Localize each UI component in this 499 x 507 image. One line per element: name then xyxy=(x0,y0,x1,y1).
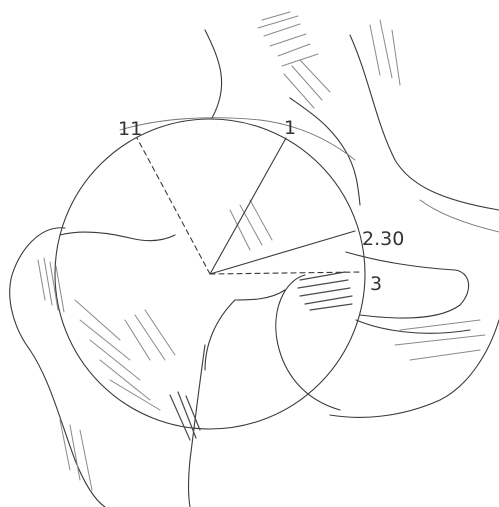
label-2-30: 2.30 xyxy=(362,228,404,250)
clock-measurement xyxy=(137,138,362,274)
line-to-2-30 xyxy=(210,231,355,274)
label-11: 11 xyxy=(118,118,142,140)
label-3: 3 xyxy=(370,273,382,295)
line-to-11 xyxy=(137,138,210,274)
pelvis-outline xyxy=(205,30,499,417)
line-to-1 xyxy=(210,138,286,274)
pencil-shading xyxy=(38,12,485,490)
acetabulum-outline xyxy=(205,275,340,410)
label-1: 1 xyxy=(284,117,296,139)
